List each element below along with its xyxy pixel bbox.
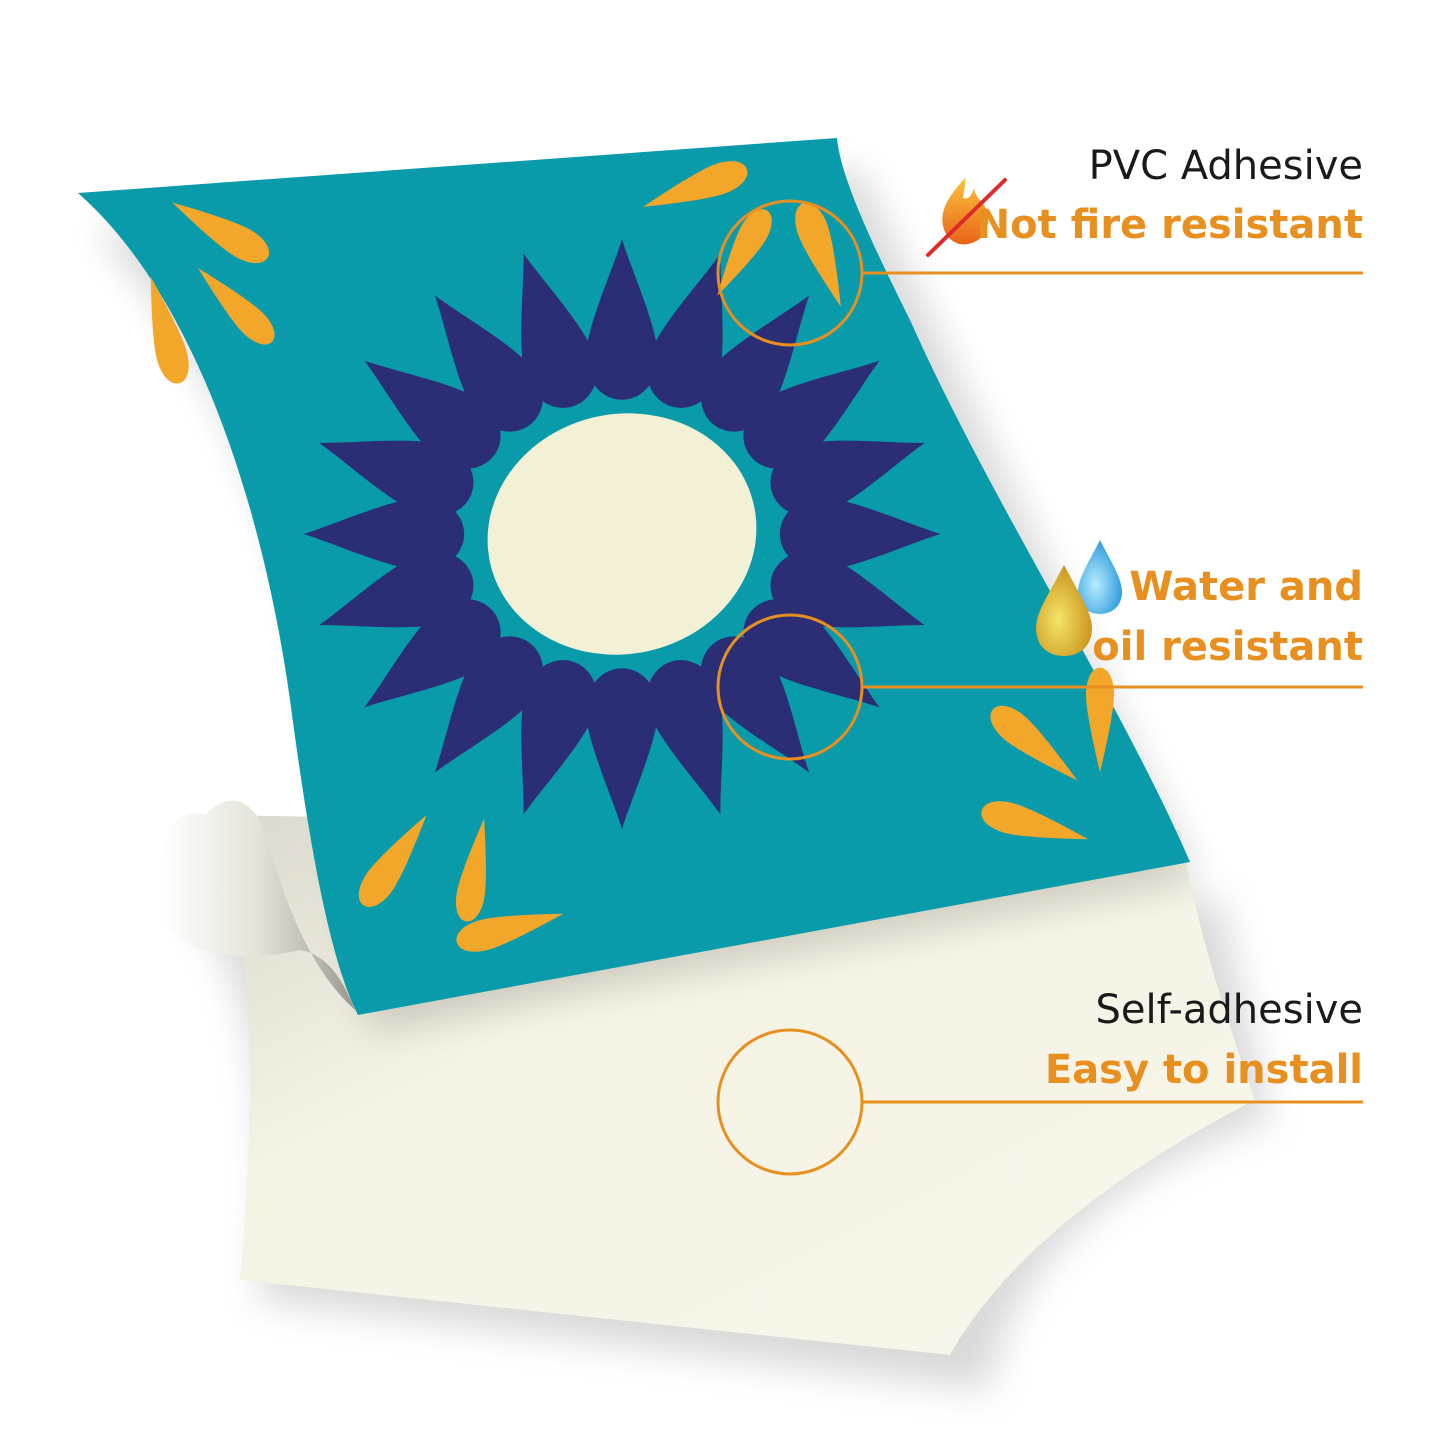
- feature-1-title: PVC Adhesive: [1088, 143, 1363, 189]
- tile-petal: [303, 497, 465, 571]
- tile-petal: [770, 440, 925, 517]
- tile-petal: [700, 636, 810, 773]
- tile-petal: [700, 295, 810, 432]
- tile-petal: [434, 636, 544, 773]
- feature-2-subtitle-line1: Water and: [1129, 564, 1363, 610]
- tile-petal: [743, 599, 880, 708]
- tile-petal: [779, 497, 941, 571]
- no-fire-icon: [926, 178, 1007, 257]
- feature-3-title: Self-adhesive: [1095, 987, 1363, 1033]
- water-oil-drops-icon: [1036, 540, 1122, 656]
- tile-petal: [743, 360, 880, 469]
- feature-3-subtitle: Easy to install: [1044, 1047, 1363, 1093]
- tile-petal: [364, 360, 501, 469]
- tile-petal: [585, 668, 659, 829]
- tile-petal: [319, 551, 474, 628]
- tile-petal: [646, 660, 723, 815]
- tile-petal: [521, 253, 598, 408]
- feature-1-subtitle: Not fire resistant: [976, 202, 1363, 248]
- tile-petals: [303, 239, 941, 829]
- tile-petal: [319, 440, 474, 517]
- tile-petal: [434, 295, 544, 432]
- backing-paper-curl: [160, 800, 355, 1010]
- tile-petal: [585, 239, 659, 400]
- tile-petal: [646, 253, 723, 408]
- callout-lines: [716, 199, 1363, 1176]
- tile-petal: [521, 660, 598, 815]
- feature-2-subtitle-line2: oil resistant: [1092, 624, 1363, 670]
- tile-petal: [770, 551, 925, 628]
- tile-petal: [364, 599, 501, 708]
- tile-center-ellipse: [487, 413, 757, 655]
